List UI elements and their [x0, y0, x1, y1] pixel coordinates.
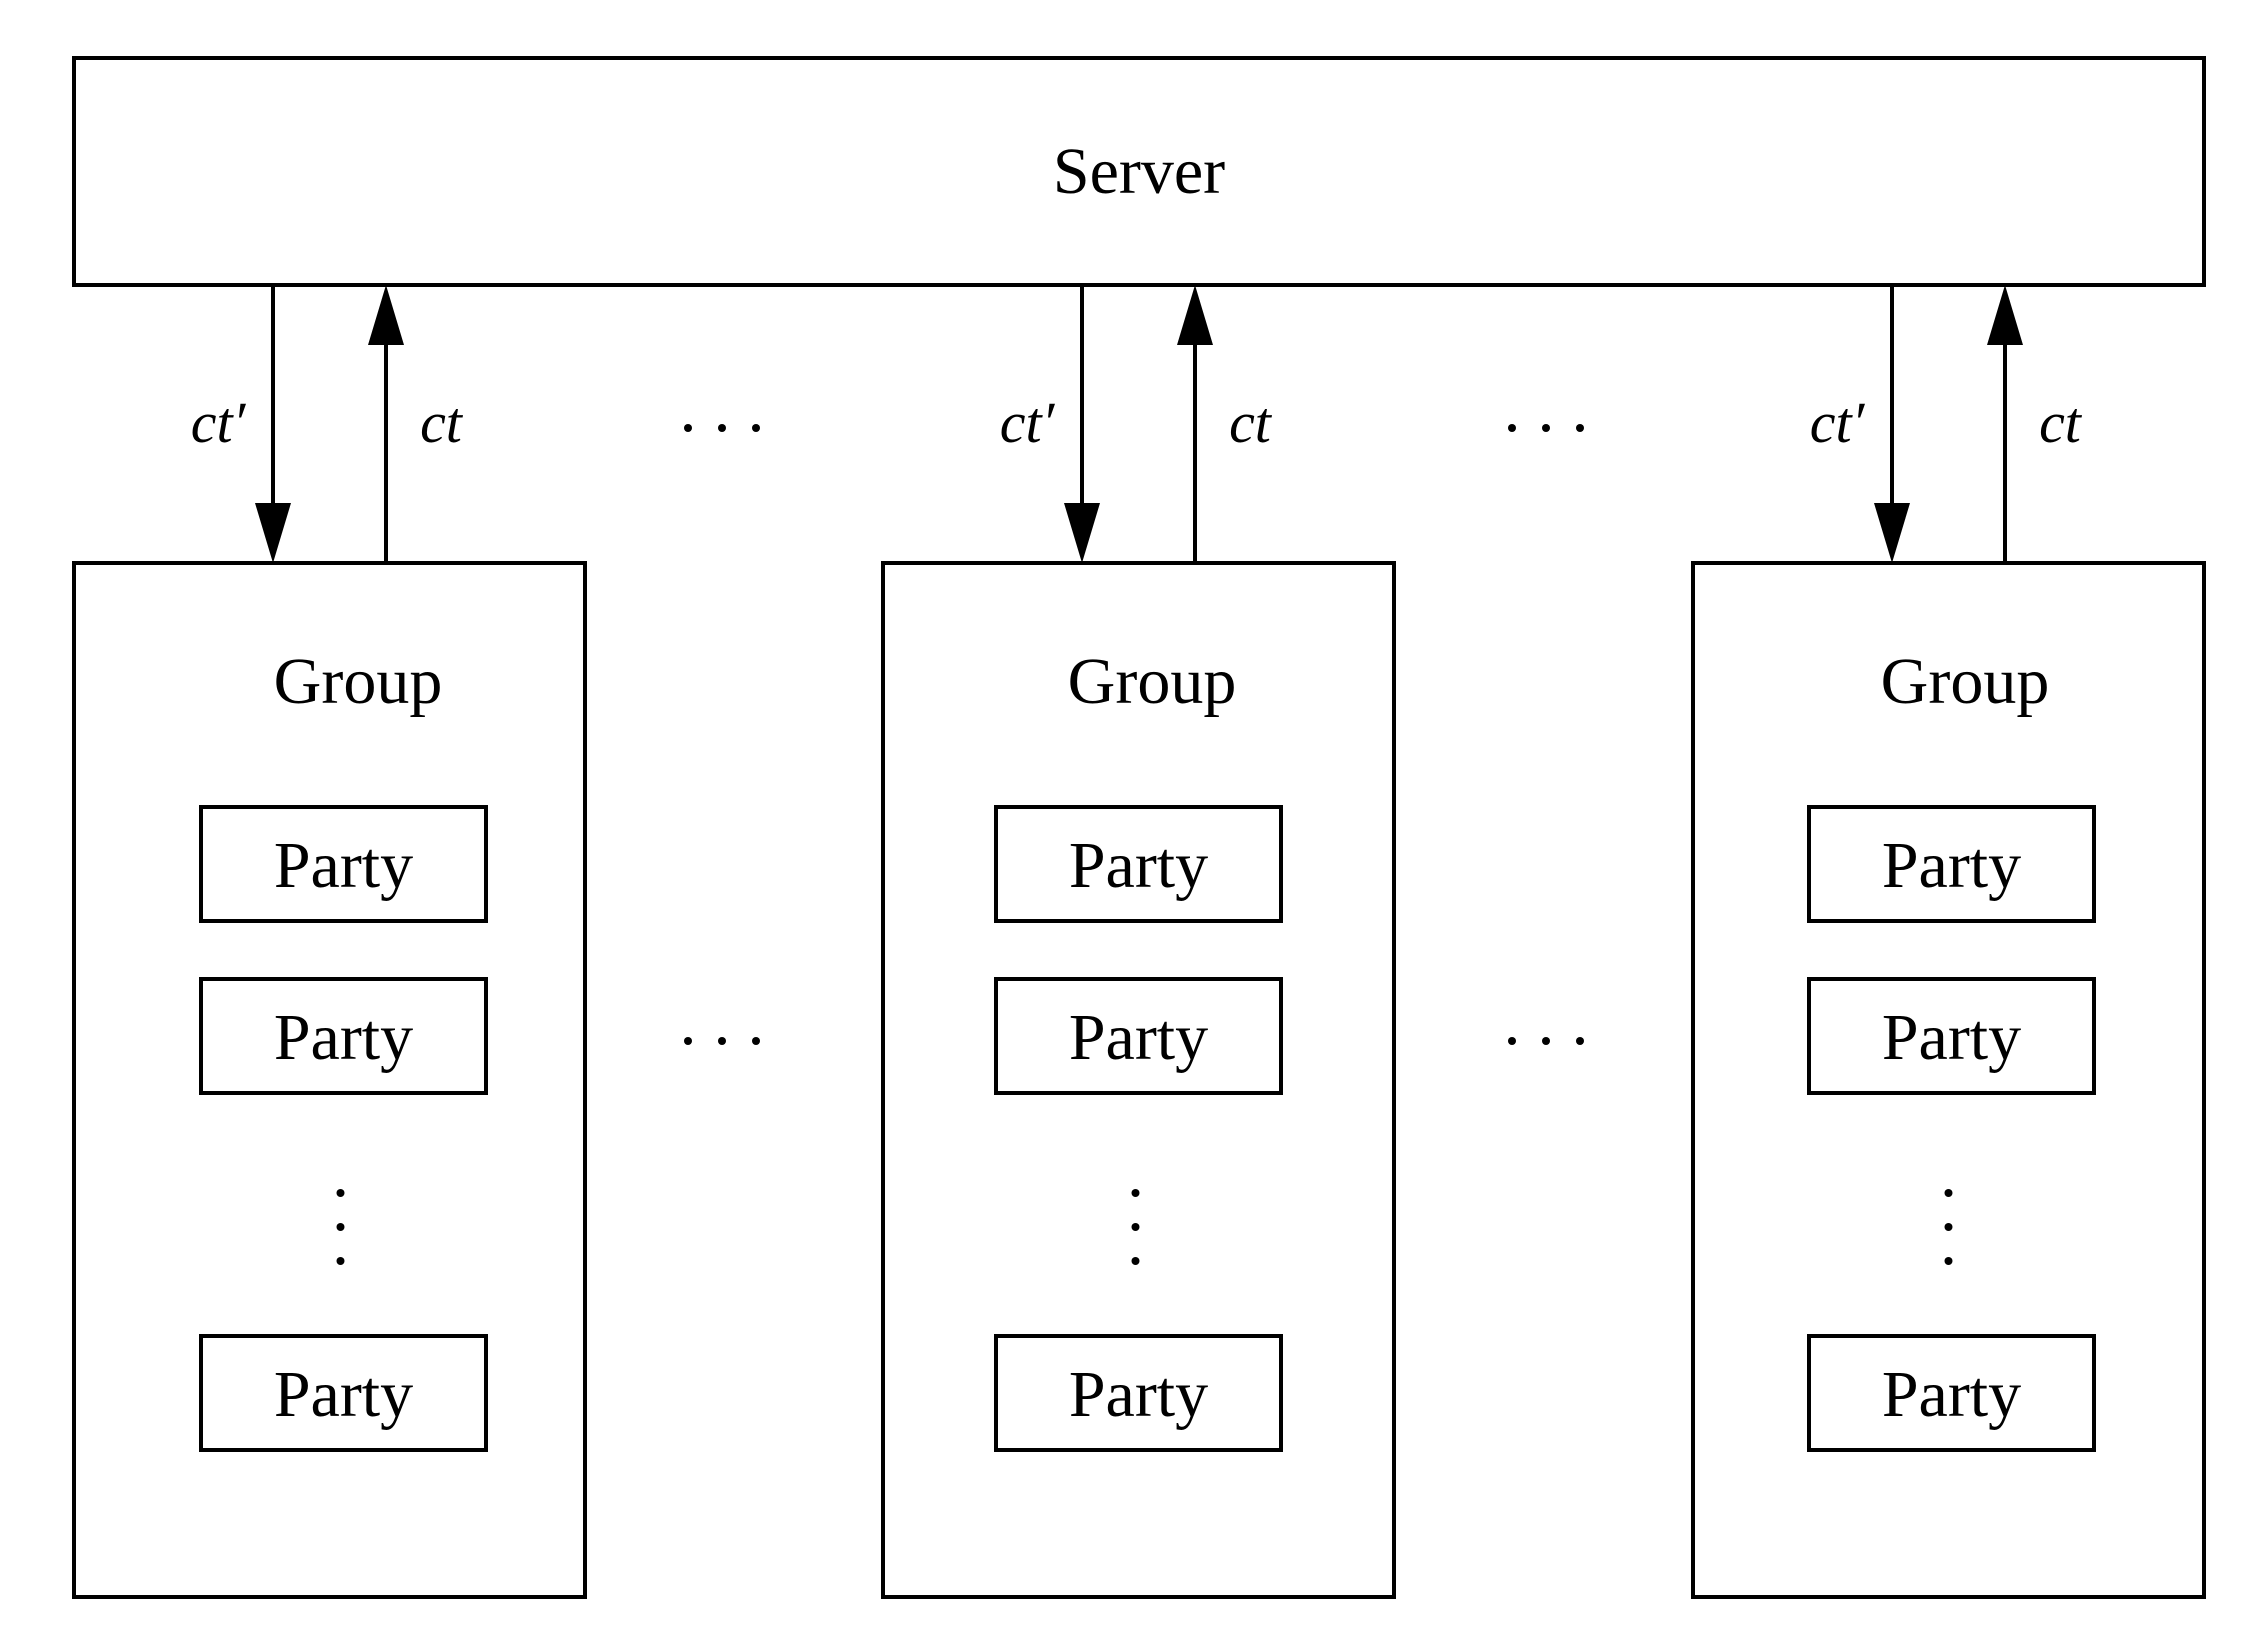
party-label: Party	[1882, 1001, 2021, 1074]
vertical-ellipsis-dot	[1131, 1223, 1140, 1231]
group-label: Group	[1068, 645, 1237, 718]
top-ellipsis-dot	[752, 424, 760, 432]
middle-ellipsis-dot	[752, 1037, 760, 1045]
party-box	[994, 977, 1283, 1095]
groups-layer: GroupPartyPartyPartyct′ctGroupPartyParty…	[72, 285, 2206, 1599]
party-box	[1807, 805, 2096, 923]
vertical-ellipsis-dot	[1944, 1223, 1953, 1231]
party-label: Party	[274, 829, 413, 902]
middle-ellipsis-dot	[1576, 1037, 1584, 1045]
middle-ellipsis-dot	[684, 1037, 692, 1045]
server-box	[72, 56, 2206, 287]
vertical-ellipsis-dot	[336, 1257, 345, 1265]
vertical-ellipsis-dot	[1944, 1257, 1953, 1265]
vertical-ellipsis-dot	[336, 1223, 345, 1231]
server-node: Server	[72, 56, 2206, 287]
vertical-ellipsis-dot	[1131, 1189, 1140, 1197]
up-arrowhead	[1177, 285, 1213, 345]
middle-ellipsis-dot	[718, 1037, 726, 1045]
top-ellipsis-dot	[1542, 424, 1550, 432]
party-label: Party	[1069, 829, 1208, 902]
group-label: Group	[1881, 645, 2050, 718]
party-label: Party	[1069, 1001, 1208, 1074]
vertical-ellipsis-dot	[1131, 1257, 1140, 1265]
down-arrowhead	[1874, 503, 1910, 563]
top-ellipsis-dot	[718, 424, 726, 432]
party-label: Party	[274, 1358, 413, 1431]
down-edge-label: ct′	[1000, 390, 1056, 455]
up-edge-label: ct	[2039, 390, 2083, 455]
up-edge-label: ct	[420, 390, 464, 455]
server-label: Server	[1053, 135, 1225, 208]
middle-ellipsis-dot	[1508, 1037, 1516, 1045]
middle-ellipsis-dot	[1542, 1037, 1550, 1045]
party-label: Party	[274, 1001, 413, 1074]
party-label: Party	[1069, 1358, 1208, 1431]
group-label: Group	[274, 645, 443, 718]
down-edge-label: ct′	[1810, 390, 1866, 455]
party-label: Party	[1882, 829, 2021, 902]
top-ellipsis-dot	[1508, 424, 1516, 432]
up-arrowhead	[1987, 285, 2023, 345]
down-arrowhead	[255, 503, 291, 563]
vertical-ellipsis-dot	[1944, 1189, 1953, 1197]
party-box	[199, 977, 488, 1095]
party-box	[199, 805, 488, 923]
top-ellipsis-dot	[684, 424, 692, 432]
vertical-ellipsis-dot	[336, 1189, 345, 1197]
party-box	[994, 805, 1283, 923]
up-arrowhead	[368, 285, 404, 345]
down-edge-label: ct′	[191, 390, 247, 455]
down-arrowhead	[1064, 503, 1100, 563]
party-box	[1807, 977, 2096, 1095]
party-label: Party	[1882, 1358, 2021, 1431]
party-box	[199, 1334, 488, 1452]
ellipsis-layer	[684, 424, 1584, 1045]
up-edge-label: ct	[1229, 390, 1273, 455]
party-box	[1807, 1334, 2096, 1452]
party-box	[994, 1334, 1283, 1452]
top-ellipsis-dot	[1576, 424, 1584, 432]
